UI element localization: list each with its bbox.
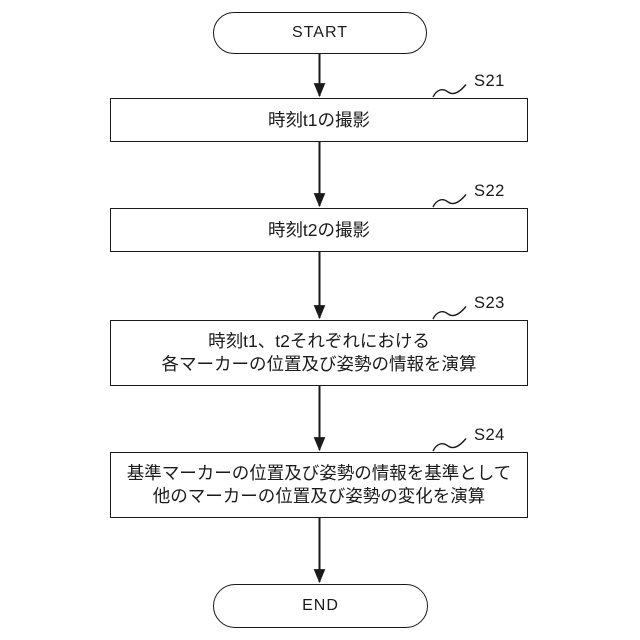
step-id-squiggle-s21 bbox=[432, 83, 467, 98]
start-label: START bbox=[292, 24, 348, 41]
step-id-squiggle-s23 bbox=[432, 305, 467, 320]
process-text: 時刻t1、t2それぞれにおける 各マーカーの位置及び姿勢の情報を演算 bbox=[161, 331, 477, 374]
process-box-s21: 時刻t1の撮影 bbox=[110, 98, 528, 142]
end-terminal: END bbox=[213, 584, 428, 628]
process-text: 基準マーカーの位置及び姿勢の情報を基準として 他のマーカーの位置及び姿勢の変化を… bbox=[126, 463, 512, 506]
process-box-s24: 基準マーカーの位置及び姿勢の情報を基準として 他のマーカーの位置及び姿勢の変化を… bbox=[110, 452, 528, 518]
step-id-squiggle-s24 bbox=[432, 437, 467, 452]
process-text: 時刻t1の撮影 bbox=[267, 109, 371, 130]
step-id-squiggle-s22 bbox=[432, 193, 467, 208]
step-id-label-s24: S24 bbox=[474, 426, 505, 444]
process-box-s23: 時刻t1、t2それぞれにおける 各マーカーの位置及び姿勢の情報を演算 bbox=[110, 320, 528, 386]
start-terminal: START bbox=[213, 12, 427, 54]
process-text: 時刻t2の撮影 bbox=[267, 219, 371, 240]
step-id-label-s23: S23 bbox=[474, 294, 505, 312]
step-id-label-s22: S22 bbox=[474, 182, 505, 200]
process-box-s22: 時刻t2の撮影 bbox=[110, 208, 528, 252]
end-label: END bbox=[302, 597, 339, 614]
step-id-label-s21: S21 bbox=[474, 72, 505, 90]
